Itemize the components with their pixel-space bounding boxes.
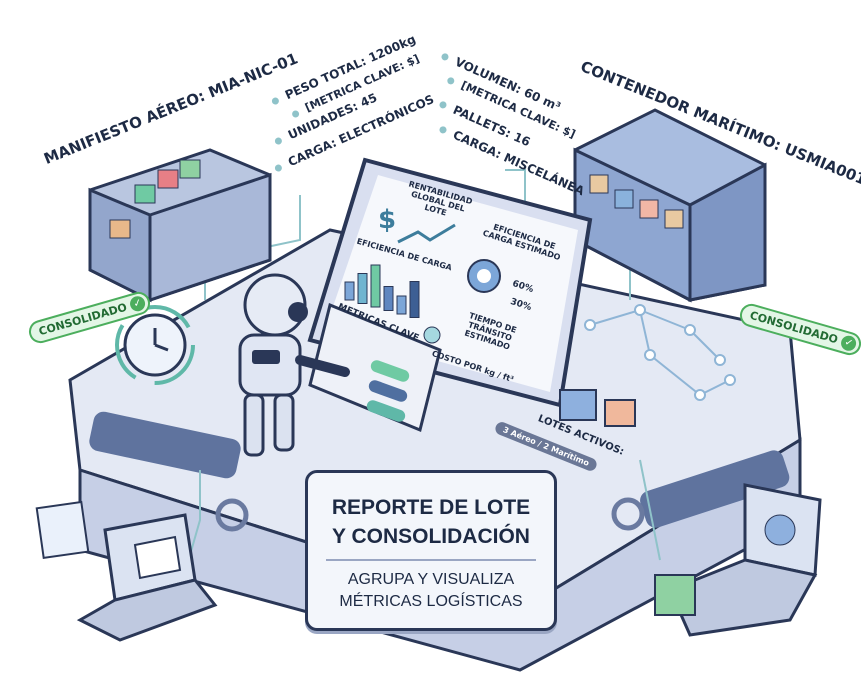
efficiency-bar (344, 281, 355, 301)
check-icon: ✓ (128, 294, 147, 313)
efficiency-bar-chart (344, 264, 420, 318)
report-title-card: REPORTE DE LOTE Y CONSOLIDACIÓN AGRUPA Y… (305, 470, 557, 631)
efficiency-bar (370, 264, 381, 308)
efficiency-bar (383, 286, 394, 311)
trend-arrow-icon (397, 223, 456, 244)
efficiency-bar (357, 273, 368, 304)
efficiency-bar (409, 281, 420, 318)
gear-icon (611, 497, 645, 531)
pie-chart-icon (764, 514, 796, 546)
box-icon (604, 399, 636, 427)
air-container (88, 148, 272, 303)
laptop-left (76, 513, 218, 642)
dollar-icon: $ (378, 205, 397, 235)
title-line-1: REPORTE DE LOTE (331, 496, 531, 519)
left-vent (89, 411, 241, 479)
document-icon (35, 500, 90, 559)
robot (238, 273, 350, 457)
check-icon: ✓ (839, 334, 858, 353)
toggle (366, 400, 406, 422)
divider (326, 559, 536, 561)
subtitle-line-2: MÉTRICAS LOGÍSTICAS (339, 593, 523, 610)
title-line-2: Y CONSOLIDACIÓN (332, 525, 530, 548)
clock-icon (423, 326, 441, 344)
efficiency-bar (396, 295, 407, 315)
package-icon (654, 574, 696, 616)
gear-icon (215, 498, 249, 532)
toggle (370, 360, 410, 382)
subtitle-line-1: AGRUPA Y VISUALIZA (347, 571, 515, 588)
sea-container (573, 108, 767, 303)
right-vent (640, 450, 790, 528)
box-icon (559, 389, 597, 421)
toggle (368, 380, 408, 402)
refresh-icon (115, 305, 195, 385)
laptop-right (667, 483, 822, 637)
email-icon (133, 535, 182, 580)
network-graph (584, 304, 736, 401)
